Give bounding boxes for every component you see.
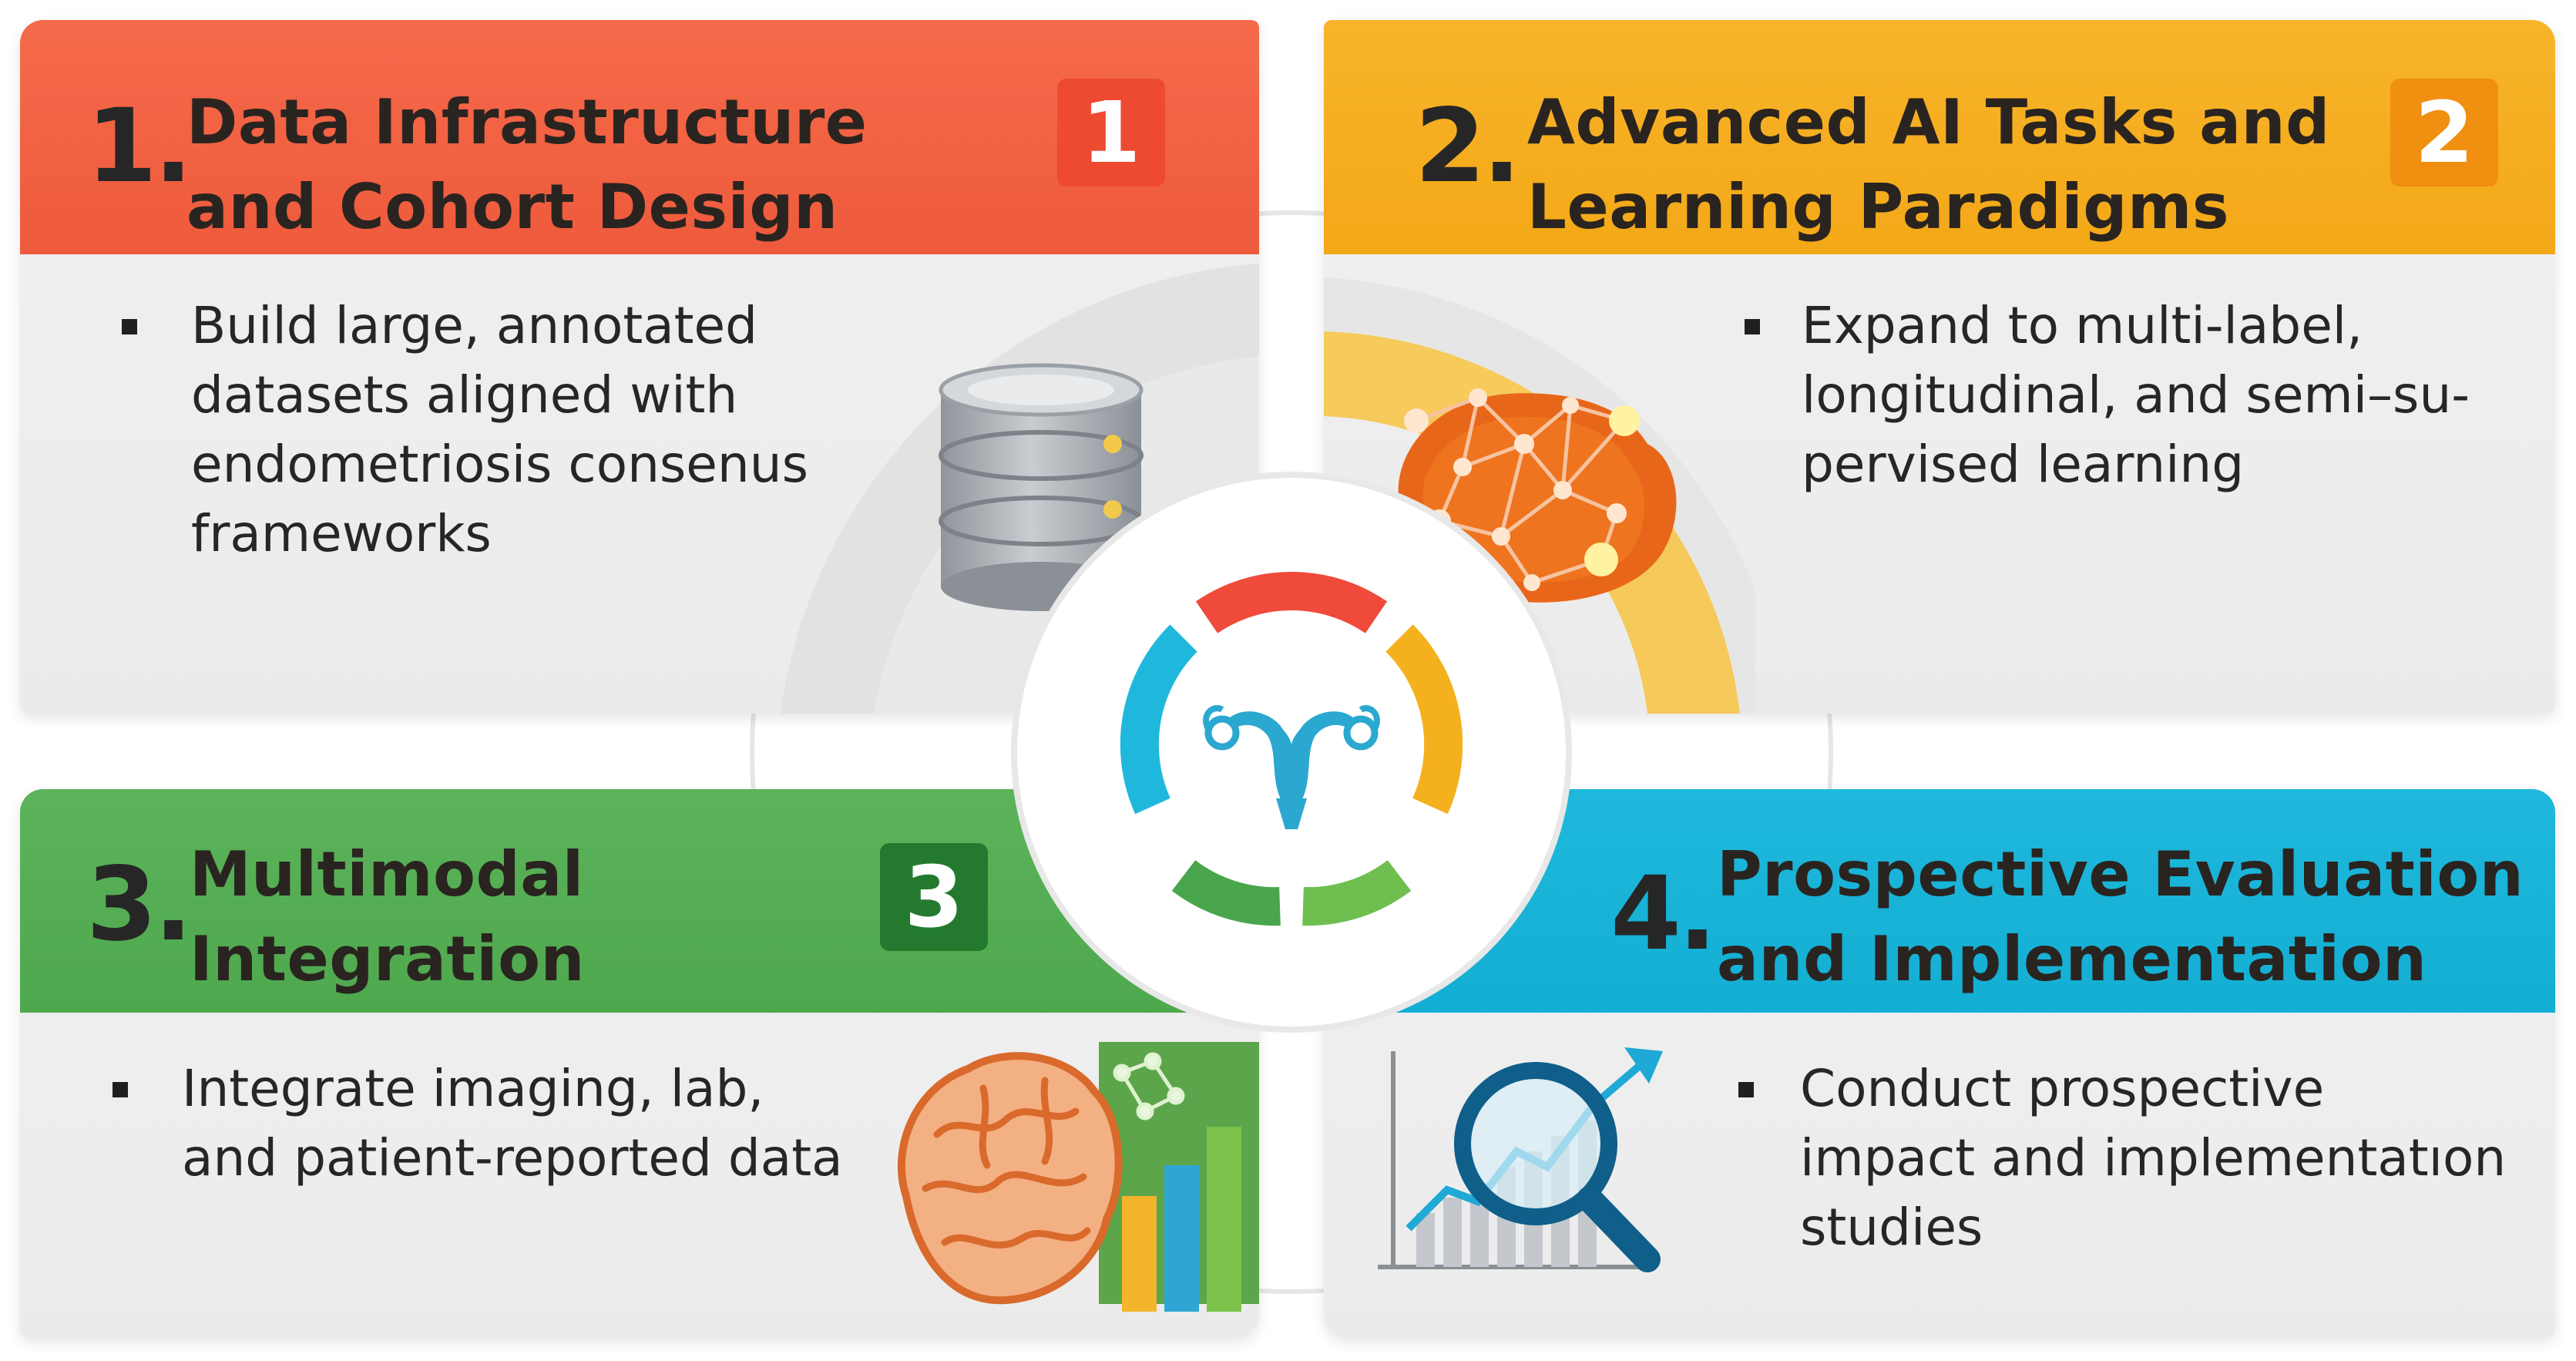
center-hub xyxy=(1011,472,1572,1033)
step-1-number: 1. xyxy=(86,87,193,206)
step-2-badge: 2 xyxy=(2390,79,2498,187)
step-3-title: Multimodal Integration xyxy=(190,838,585,995)
brain-and-bar-chart-icon xyxy=(897,1042,1259,1312)
step-1-bullet xyxy=(122,319,137,334)
step-4-description: Conduct prospective impact and implement… xyxy=(1800,1059,2507,1257)
step-1-badge: 1 xyxy=(1057,79,1165,187)
step-2-description: Expand to multi-label, longitudinal, and… xyxy=(1802,296,2470,494)
step-2-bullet xyxy=(1745,319,1760,334)
step-1-header xyxy=(20,20,1259,254)
step-2-header xyxy=(1324,20,2555,254)
step-4-bullet xyxy=(1738,1082,1754,1097)
step-4-panel: 4. Prospective Evaluation and Implementa… xyxy=(1324,789,2555,1338)
step-1-title: Data Infrastructure and Cohort Design xyxy=(186,86,868,243)
step-2-number: 2. xyxy=(1415,87,1521,206)
step-3-panel: 3. Multimodal Integration 3 Integrate im… xyxy=(20,789,1259,1338)
step-3-bullet xyxy=(113,1082,128,1097)
step-3-number: 3. xyxy=(86,845,193,964)
step-2-panel: 2. Advanced AI Tasks and Learning Paradi… xyxy=(1324,20,2555,714)
step-2-title: Advanced AI Tasks and Learning Paradigms xyxy=(1527,86,2330,243)
step-4-number: 4. xyxy=(1610,855,1717,973)
step-1-description: Build large, annotated datasets aligned … xyxy=(191,296,808,563)
step-4-title: Prospective Evaluation and Implementatio… xyxy=(1717,838,2524,995)
neural-network-brain-icon xyxy=(1398,388,1677,603)
step-3-badge: 3 xyxy=(880,843,988,951)
step-1-panel: 1. Data Infrastructure and Cohort Design… xyxy=(20,20,1259,714)
magnifier-trend-chart-icon xyxy=(1378,1047,1663,1272)
step-3-description: Integrate imaging, lab, and patient-repo… xyxy=(182,1059,843,1188)
uterus-icon xyxy=(1203,705,1380,829)
